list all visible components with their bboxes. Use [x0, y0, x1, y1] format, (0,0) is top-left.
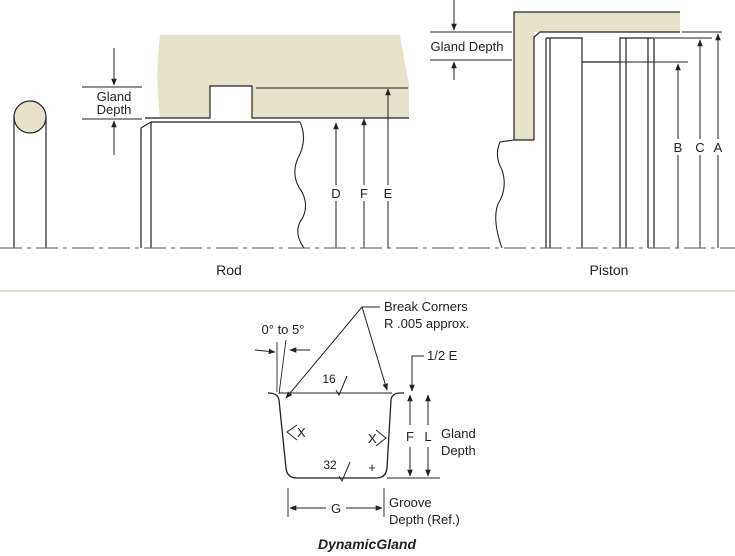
piston-gland-depth-label: Gland Depth — [431, 39, 504, 54]
detail-dim-l: L — [424, 429, 431, 444]
detail-dim-g: G — [331, 501, 341, 516]
groove-profile — [267, 392, 404, 479]
detail-dim-f: F — [406, 429, 414, 444]
break-corners-label-1: Break Corners — [384, 299, 468, 314]
rod-gland-depth-label-1: Gland — [97, 89, 132, 104]
rod-view: Gland Depth D F E Rod — [13, 35, 409, 278]
corner-x-left: X — [297, 425, 306, 440]
finish-bottom: 32 — [323, 458, 337, 472]
groove-detail: Break Corners R .005 approx. 0° to 5° 1/… — [254, 299, 476, 552]
plus-mark: + — [368, 460, 376, 475]
rod-dim-d: D — [331, 186, 340, 201]
groove-depth-label-1: Groove — [389, 495, 432, 510]
detail-gland-depth-1: Gland — [441, 426, 476, 441]
o-ring-cross-section — [13, 100, 47, 134]
rod-gland-depth-label-2: Depth — [97, 102, 132, 117]
angle-label: 0° to 5° — [262, 322, 305, 337]
groove-depth-label-2: Depth (Ref.) — [389, 512, 460, 527]
piston-dim-c: C — [695, 140, 704, 155]
piston-dim-b: B — [674, 140, 683, 155]
piston-view: B C A Gland Depth Piston — [423, 0, 725, 278]
piston-caption: Piston — [590, 262, 629, 278]
half-e-label: 1/2 E — [427, 348, 458, 363]
rod-gland-housing — [157, 35, 409, 118]
rod-dim-e: E — [384, 186, 393, 201]
detail-gland-depth-2: Depth — [441, 443, 476, 458]
piston-dim-a: A — [714, 140, 723, 155]
break-corners-label-2: R .005 approx. — [384, 316, 469, 331]
rod-dim-f: F — [360, 186, 368, 201]
rod-caption: Rod — [216, 262, 242, 278]
finish-top: 16 — [322, 372, 336, 386]
corner-x-right: X — [368, 431, 377, 446]
piston-gland-housing — [514, 12, 680, 140]
detail-title: DynamicGland — [318, 536, 416, 552]
